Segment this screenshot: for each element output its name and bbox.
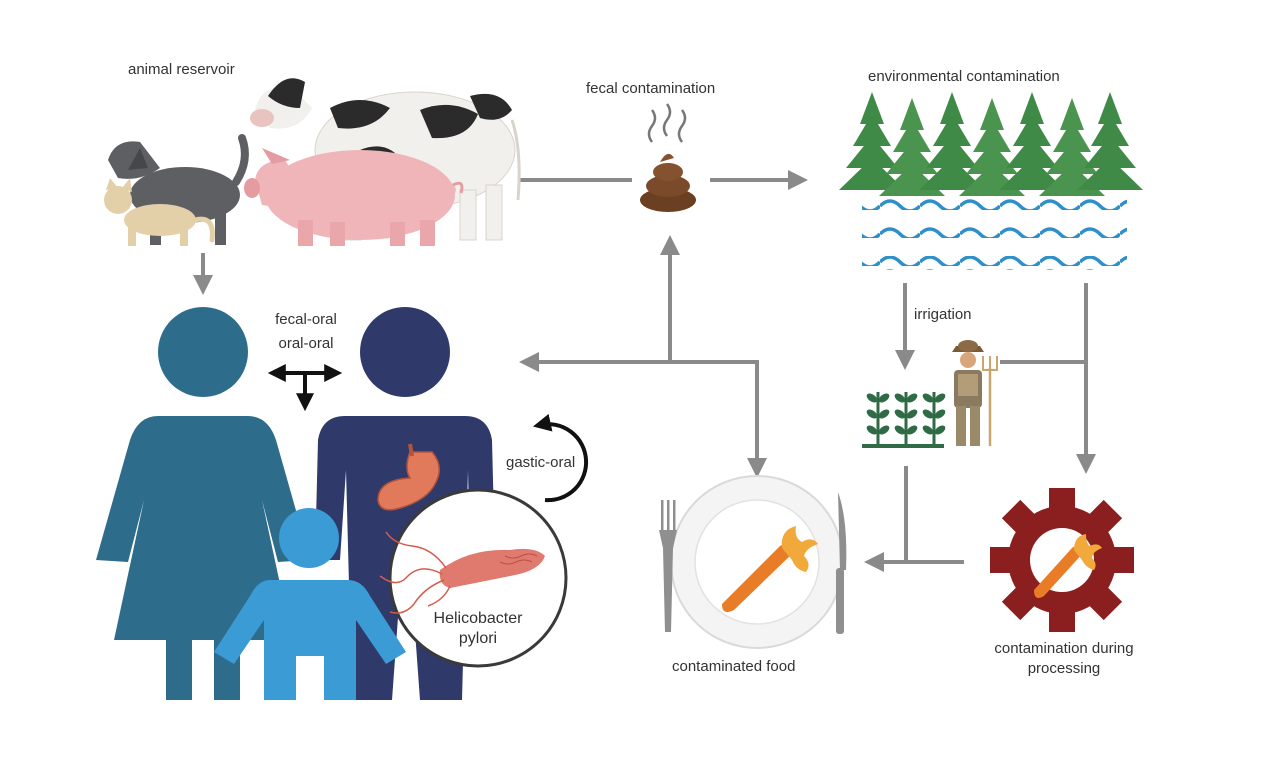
label-irrigation: irrigation bbox=[914, 306, 972, 323]
poop-icon bbox=[640, 103, 696, 212]
flow-arrows bbox=[193, 170, 1096, 572]
label-pylori: pylori bbox=[458, 630, 498, 647]
cat-icon bbox=[104, 178, 215, 246]
label-animal-reservoir: animal reservoir bbox=[128, 61, 235, 78]
fork-icon bbox=[659, 500, 677, 632]
pig-icon bbox=[244, 148, 464, 246]
child-icon bbox=[214, 508, 406, 700]
carrot-icon bbox=[722, 526, 818, 612]
cross-arrow-icon bbox=[267, 364, 343, 412]
stomach-icon bbox=[377, 443, 440, 511]
tree bbox=[879, 98, 945, 196]
crop-plant bbox=[866, 392, 890, 446]
crop-plant bbox=[894, 392, 918, 446]
label-fecal-oral: fecal-oral bbox=[275, 311, 337, 328]
label-helicobacter: Helicobacter bbox=[433, 610, 523, 627]
label-gastric-oral: gastic-oral bbox=[506, 454, 576, 471]
tree bbox=[919, 92, 985, 190]
label-fecal-contamination: fecal contamination bbox=[586, 80, 716, 97]
label-environmental-contamination: environmental contamination bbox=[868, 68, 1060, 85]
label-oral-oral: oral-oral bbox=[278, 335, 334, 352]
tree bbox=[999, 92, 1065, 190]
knife-icon bbox=[836, 492, 847, 634]
tree bbox=[1077, 92, 1143, 190]
farmer-icon bbox=[952, 340, 998, 446]
bacterium-icon bbox=[379, 488, 568, 668]
arrow-to-food bbox=[668, 360, 767, 478]
tree bbox=[1039, 98, 1105, 196]
crop-plant-icon bbox=[862, 392, 946, 448]
tree-icon bbox=[839, 92, 1143, 196]
tree bbox=[839, 92, 905, 190]
water-wave-icon bbox=[862, 196, 1127, 270]
plate-icon bbox=[670, 475, 844, 649]
carrot-icon bbox=[1034, 534, 1102, 598]
label-processing-line1: contamination during bbox=[994, 640, 1134, 657]
crop-plant bbox=[922, 392, 946, 446]
cycle-arrow-icon bbox=[532, 413, 589, 503]
label-processing-line2: processing bbox=[1027, 660, 1101, 677]
label-contaminated-food: contaminated food bbox=[672, 658, 796, 675]
tree bbox=[959, 98, 1025, 196]
